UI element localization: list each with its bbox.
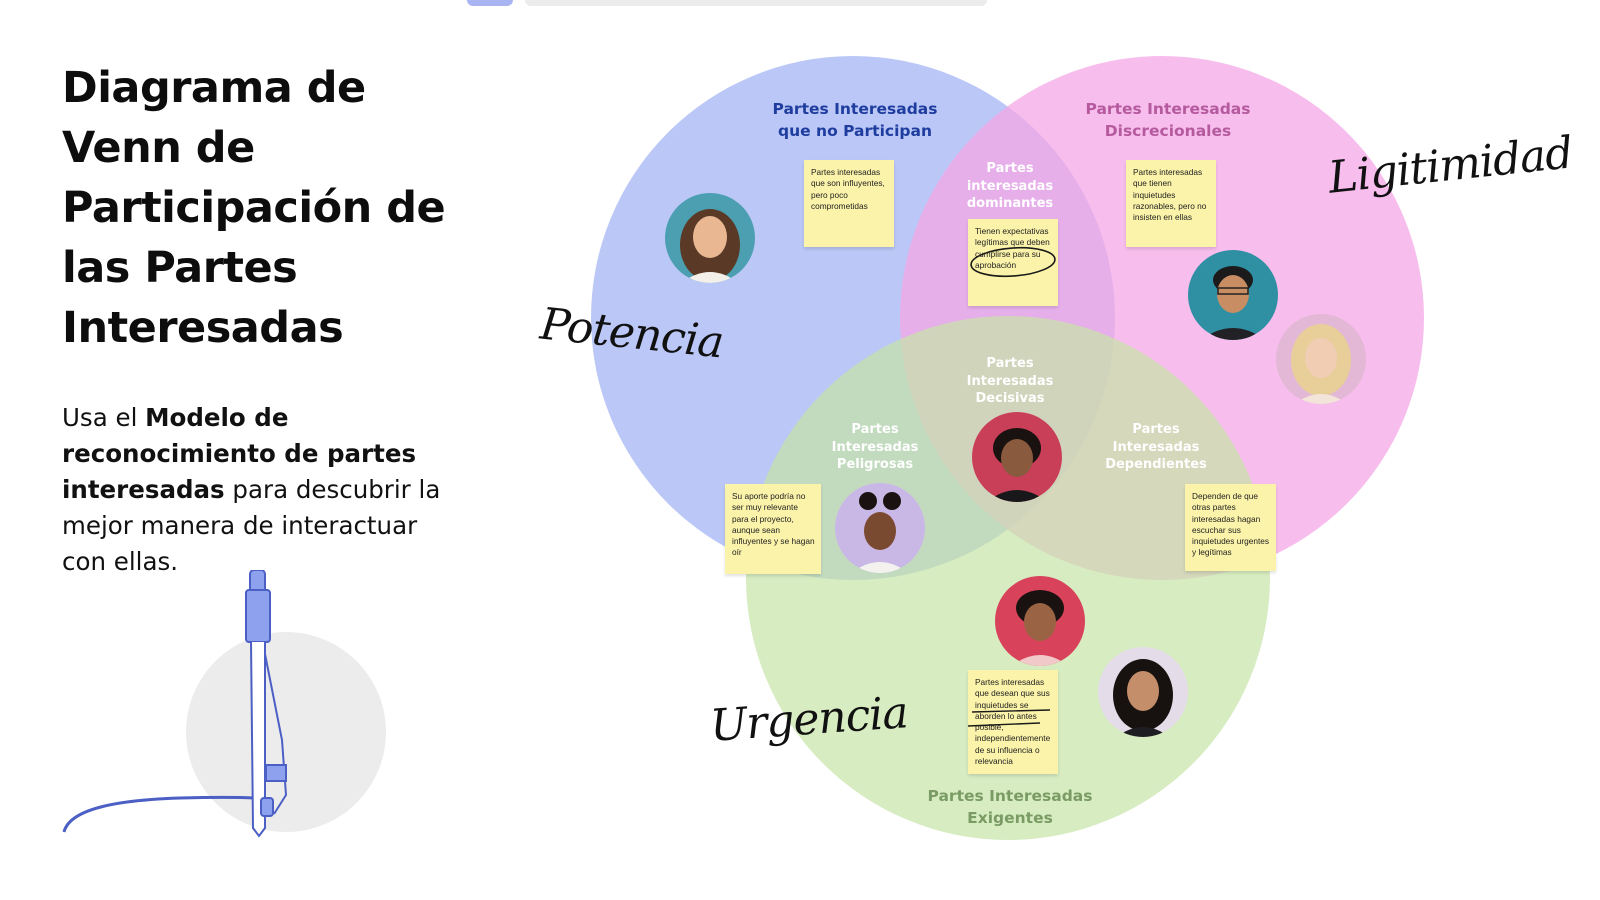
person-photo-1 xyxy=(665,193,755,283)
person-photo-3 xyxy=(1276,314,1366,404)
page-title: Diagrama de Venn de Participación de las… xyxy=(62,63,446,353)
top-toolbar-track xyxy=(525,0,987,6)
avatar xyxy=(665,193,755,283)
intro-suffix: para descubrir la mejor manera de intera… xyxy=(62,475,441,576)
region-label-line: Partes Interesadas xyxy=(1085,100,1251,118)
region-label-line: Partes xyxy=(986,356,1034,371)
compass-illustration xyxy=(62,570,386,838)
region-label-line: Peligrosas xyxy=(836,457,914,472)
person-photo-7 xyxy=(1098,647,1188,737)
region-label-line: Discrecionales xyxy=(1104,122,1232,140)
region-label-line: Decisivas xyxy=(975,391,1045,406)
region-label-line: Interesadas xyxy=(1112,439,1200,455)
region-label-line: Partes Interesadas xyxy=(927,787,1093,805)
avatar xyxy=(995,576,1085,666)
sticky-note-dominant[interactable]: Tienen expectativas legítimas que deben … xyxy=(968,219,1058,306)
region-label-line: dominantes xyxy=(966,196,1054,211)
avatar xyxy=(972,412,1062,502)
person-photo-5 xyxy=(835,483,925,573)
region-label-line: Exigentes xyxy=(967,809,1053,827)
person-photo-4 xyxy=(972,412,1062,502)
region-label-line: Partes xyxy=(986,161,1034,176)
region-label-line: Dependientes xyxy=(1105,457,1207,472)
region-label-dependent: Partes Interesadas Dependientes xyxy=(1091,421,1221,474)
region-label-demanding: Partes Interesadas Exigentes xyxy=(900,785,1120,829)
avatar xyxy=(1276,314,1366,404)
sticky-note-dangerous[interactable]: Su aporte podría no ser muy relevante pa… xyxy=(725,484,821,574)
region-label-line: interesadas xyxy=(966,178,1054,194)
top-toolbar-pill xyxy=(467,0,513,6)
region-label-dormant: Partes Interesadas que no Participan xyxy=(745,98,965,142)
region-label-definitive: Partes Interesadas Decisivas xyxy=(950,355,1070,408)
region-label-line: Interesadas xyxy=(831,439,919,455)
sticky-note-demanding[interactable]: Partes interesadas que desean que sus in… xyxy=(968,670,1058,774)
person-photo-6 xyxy=(995,576,1085,666)
intro-bold: Modelo de reconocimiento de partes inter… xyxy=(62,403,417,504)
intro-prefix: Usa el xyxy=(62,403,146,432)
region-label-dangerous: Partes Interesadas Peligrosas xyxy=(815,421,935,474)
region-label-line: Partes xyxy=(1132,422,1180,437)
region-label-line: Interesadas xyxy=(966,373,1054,389)
intro-text: Usa el Modelo de reconocimiento de parte… xyxy=(62,400,462,580)
sticky-note-dormant[interactable]: Partes interesadas que son influyentes, … xyxy=(804,160,894,247)
region-label-line: Partes xyxy=(851,422,899,437)
region-label-dominant: Partes interesadas dominantes xyxy=(950,160,1070,213)
region-label-line: que no Participan xyxy=(778,122,932,140)
avatar xyxy=(835,483,925,573)
avatar xyxy=(1188,250,1278,340)
region-label-line: Partes Interesadas xyxy=(772,100,938,118)
region-label-discretionary: Partes Interesadas Discrecionales xyxy=(1058,98,1278,142)
sticky-note-dependent[interactable]: Dependen de que otras partes interesadas… xyxy=(1185,484,1276,571)
sticky-note-discretionary[interactable]: Partes interesadas que tienen inquietude… xyxy=(1126,160,1216,247)
person-photo-2 xyxy=(1188,250,1278,340)
avatar xyxy=(1098,647,1188,737)
